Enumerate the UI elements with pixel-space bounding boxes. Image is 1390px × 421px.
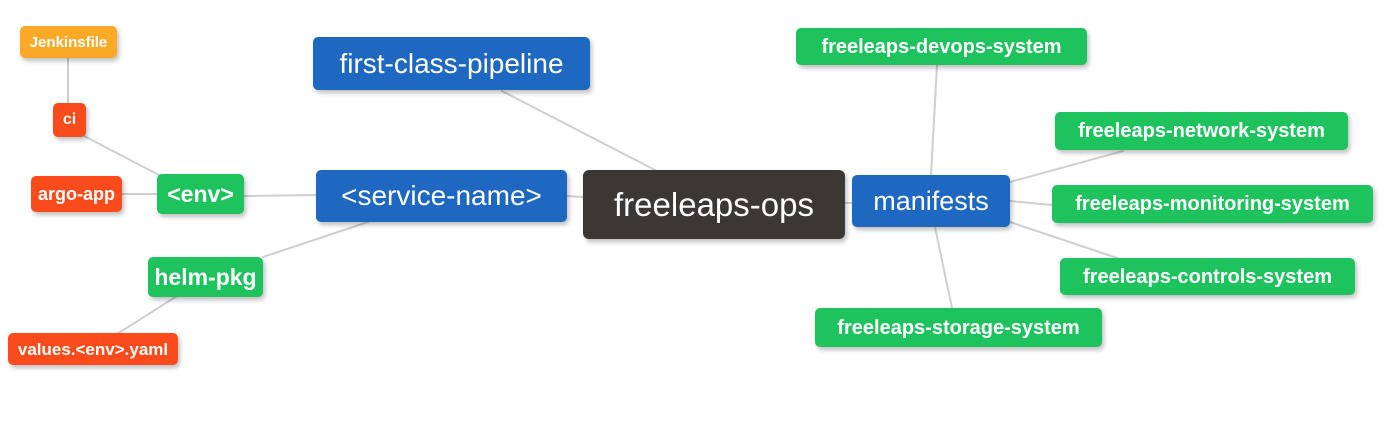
node-jenkinsfile[interactable]: Jenkinsfile xyxy=(20,26,117,58)
edge-env-servicename xyxy=(243,194,317,197)
node-freeleaps-ops[interactable]: freeleaps-ops xyxy=(583,170,845,239)
node-first-class-pipeline[interactable]: first-class-pipeline xyxy=(313,37,590,90)
edge-manifests-controls xyxy=(1009,221,1121,260)
node-ci[interactable]: ci xyxy=(53,103,86,137)
edge-pipeline-freeleapsops xyxy=(501,90,656,171)
node-freeleaps-network-system[interactable]: freeleaps-network-system xyxy=(1055,112,1348,150)
node-env[interactable]: <env> xyxy=(157,174,244,214)
edge-manifests-storage xyxy=(934,226,953,309)
node-freeleaps-monitoring-system[interactable]: freeleaps-monitoring-system xyxy=(1052,185,1373,223)
edge-helmpkg-servicename xyxy=(262,221,369,258)
edge-manifests-monitoring xyxy=(1009,200,1053,206)
node-freeleaps-controls-system[interactable]: freeleaps-controls-system xyxy=(1060,258,1355,295)
edge-ci-env xyxy=(83,135,160,176)
node-values-env-yaml[interactable]: values.<env>.yaml xyxy=(8,333,178,365)
node-service-name[interactable]: <service-name> xyxy=(316,170,567,222)
node-argo-app[interactable]: argo-app xyxy=(31,176,122,212)
edge-helmpkg-values xyxy=(116,295,178,335)
edge-manifests-devops xyxy=(930,64,938,176)
edge-manifests-network xyxy=(1009,150,1124,183)
edge-servicename-freeleapsops xyxy=(566,195,584,198)
node-helm-pkg[interactable]: helm-pkg xyxy=(148,257,263,297)
node-freeleaps-storage-system[interactable]: freeleaps-storage-system xyxy=(815,308,1102,347)
node-manifests[interactable]: manifests xyxy=(852,175,1010,227)
node-freeleaps-devops-system[interactable]: freeleaps-devops-system xyxy=(796,28,1087,65)
